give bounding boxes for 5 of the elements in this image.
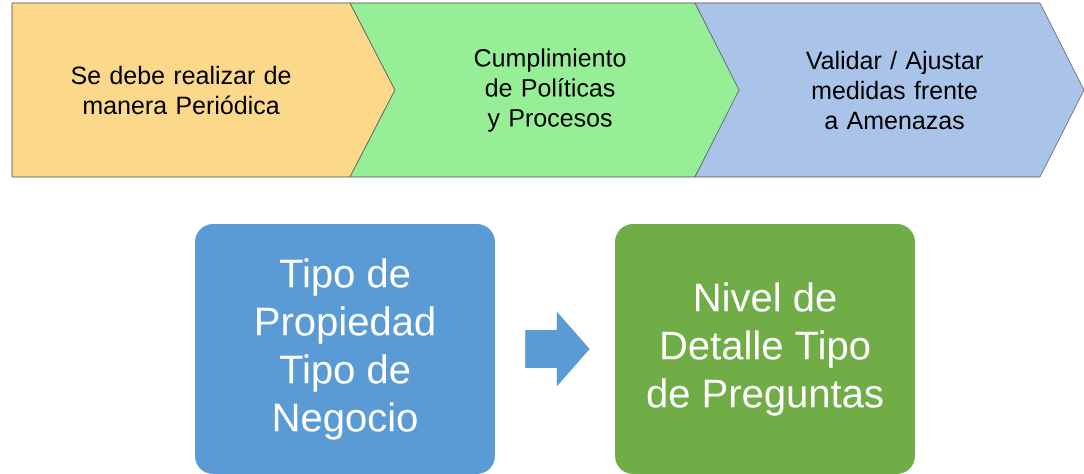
chevron-step: Cumplimiento de Políticas y Procesos [349,2,741,178]
rounded-box: Nivel de Detalle Tipo de Preguntas [615,224,915,474]
chevron-step: Se debe realizar de manera Periódica [11,2,396,178]
rounded-box: Tipo de Propiedad Tipo de Negocio [195,224,495,474]
chevron-step: Validar / Ajustar medidas frente a Amenazas [694,2,1084,178]
